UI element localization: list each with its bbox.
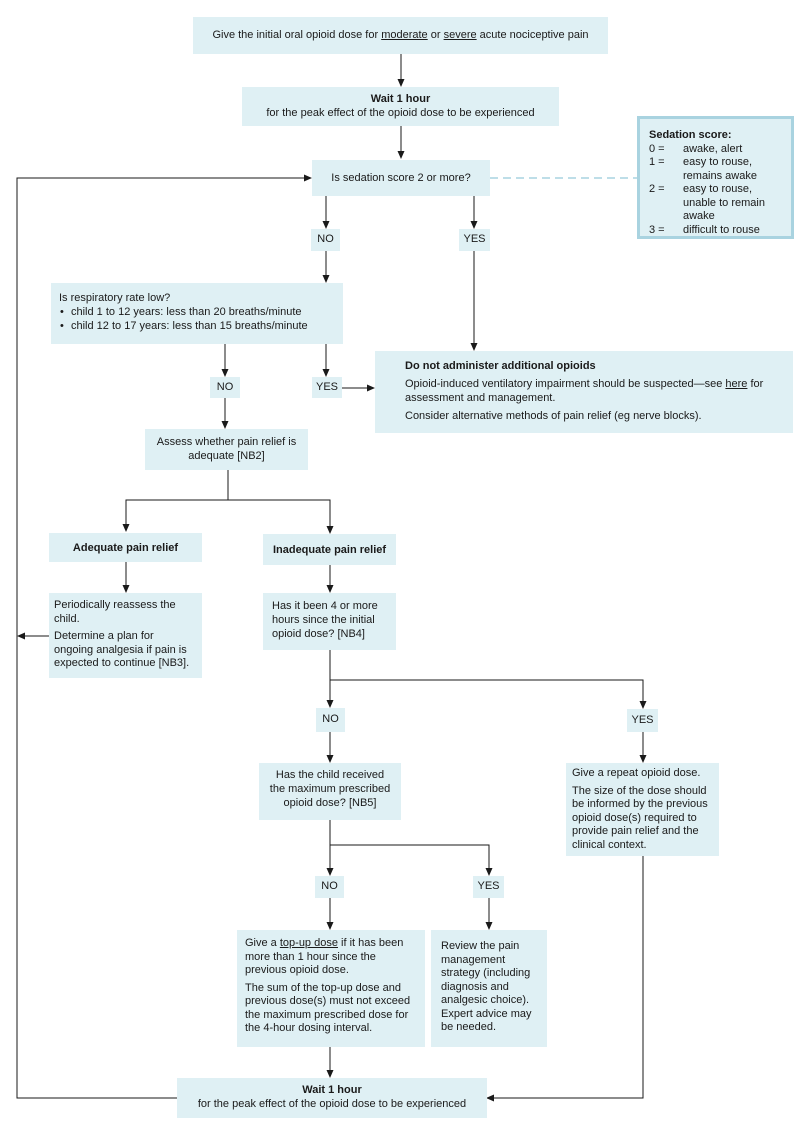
severe-term: severe	[443, 29, 477, 41]
criterion-1-12: child 1 to 12 years: less than 20 breath…	[59, 305, 335, 319]
topup-link[interactable]: top-up dose	[279, 937, 338, 949]
resp-no-label: NO	[210, 377, 240, 398]
reassess-box: Periodically reassess the child. Determi…	[49, 593, 202, 678]
adequate-relief-box: Adequate pain relief	[49, 533, 202, 562]
max-dose-question: Has the child received the maximum presc…	[259, 763, 401, 820]
wait-bottom-title: Wait 1 hour	[302, 1084, 362, 1096]
respiratory-criteria: child 1 to 12 years: less than 20 breath…	[59, 305, 335, 333]
topup-para-2: The sum of the top-up dose and previous …	[245, 981, 411, 1035]
score-row: 3 =difficult to rouse	[649, 223, 760, 236]
moderate-term: moderate	[381, 29, 428, 41]
here-link[interactable]: here	[725, 378, 748, 390]
repeat-para-2: The size of the dose should be informed …	[572, 784, 708, 851]
reassess-para-2: Determine a plan for ongoing analgesia i…	[54, 630, 190, 669]
stop-opioids-box: Do not administer additional opioids Opi…	[375, 351, 793, 433]
arrow-maxdose-to-yes	[329, 820, 493, 876]
wait-top-title: Wait 1 hour	[370, 93, 431, 105]
respiratory-question: Is respiratory rate low?	[59, 292, 171, 304]
score-row: 2 =easy to rouse, unable to remain awake	[649, 183, 765, 222]
score-row: 0 =awake, alert	[649, 142, 743, 155]
repeat-dose-box: Give a repeat opioid dose. The size of t…	[566, 763, 719, 856]
sedation-question: Is sedation score 2 or more?	[312, 160, 490, 196]
criterion-12-17: child 12 to 17 years: less than 15 breat…	[59, 319, 335, 333]
wait-bottom-text: for the peak effect of the opioid dose t…	[197, 1098, 467, 1110]
wait-bottom-box: Wait 1 hour for the peak effect of the o…	[177, 1078, 487, 1118]
respiratory-question-box: Is respiratory rate low? child 1 to 12 y…	[51, 283, 343, 344]
sedation-no-label: NO	[311, 229, 340, 251]
repeat-para-1: Give a repeat opioid dose.	[572, 767, 701, 779]
review-strategy-box: Review the pain management strategy (inc…	[431, 930, 547, 1047]
stop-title: Do not administer additional opioids	[405, 360, 596, 372]
4h-yes-label: YES	[627, 709, 658, 732]
sedation-score-box: Sedation score: 0 =awake, alert 1 =easy …	[637, 116, 794, 239]
start-box: Give the initial oral opioid dose for mo…	[193, 17, 608, 54]
arrow-4h-to-yes	[329, 650, 647, 709]
arrow-assess-to-inadequate	[228, 499, 334, 534]
sedation-score-title: Sedation score:	[649, 129, 732, 141]
max-yes-label: YES	[473, 876, 504, 898]
four-hours-question: Has it been 4 or more hours since the in…	[263, 593, 396, 650]
stop-para-1: Opioid-induced ventilatory impairment sh…	[405, 378, 764, 404]
arrow-assess-to-adequate	[122, 470, 229, 532]
stop-para-2: Consider alternative methods of pain rel…	[405, 410, 702, 422]
sedation-yes-label: YES	[459, 229, 490, 251]
topup-para-1: Give a top-up dose if it has been more t…	[245, 937, 404, 976]
resp-yes-label: YES	[312, 377, 342, 398]
wait-top-text: for the peak effect of the opioid dose t…	[266, 107, 535, 119]
score-row: 1 =easy to rouse, remains awake	[649, 156, 757, 182]
reassess-para-1: Periodically reassess the child.	[54, 599, 176, 625]
topup-dose-box: Give a top-up dose if it has been more t…	[237, 930, 425, 1047]
max-no-label: NO	[315, 876, 344, 898]
4h-no-label: NO	[316, 708, 345, 732]
wait-top-box: Wait 1 hour for the peak effect of the o…	[242, 87, 559, 126]
inadequate-relief-box: Inadequate pain relief	[263, 534, 396, 565]
assess-relief-box: Assess whether pain relief is adequate […	[145, 429, 308, 470]
